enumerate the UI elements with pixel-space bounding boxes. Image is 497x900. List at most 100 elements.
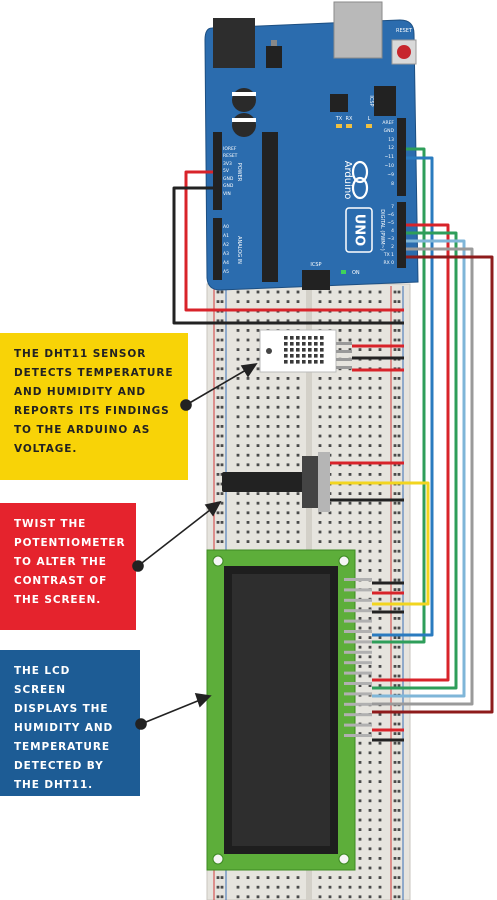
breadboard-hole (359, 300, 362, 303)
breadboard-hole (359, 771, 362, 774)
lcd-pin (344, 672, 372, 675)
breadboard-hole (339, 329, 342, 332)
breadboard-hole (247, 339, 250, 342)
breadboard-hole (349, 377, 352, 380)
breadboard-hole (221, 300, 224, 303)
breadboard-hole (287, 502, 290, 505)
breadboard-hole (379, 569, 382, 572)
breadboard-hole (221, 329, 224, 332)
breadboard-hole (237, 540, 240, 543)
breadboard-hole (394, 406, 397, 409)
breadboard-hole (394, 819, 397, 822)
breadboard-hole (394, 348, 397, 351)
breadboard-hole (369, 540, 372, 543)
breadboard-hole (237, 531, 240, 534)
breadboard-hole (379, 579, 382, 582)
breadboard-hole (247, 358, 250, 361)
breadboard-hole (369, 531, 372, 534)
breadboard-hole (267, 406, 270, 409)
breadboard-hole (369, 300, 372, 303)
breadboard-hole (339, 415, 342, 418)
pin-label-d7: 7 (391, 204, 394, 210)
breadboard-hole (247, 444, 250, 447)
breadboard-hole (379, 387, 382, 390)
breadboard-hole (297, 521, 300, 524)
breadboard-hole (359, 857, 362, 860)
breadboard-hole (379, 819, 382, 822)
breadboard-hole (359, 847, 362, 850)
breadboard-hole (257, 444, 260, 447)
breadboard-hole (394, 895, 397, 898)
breadboard-hole (398, 415, 401, 418)
breadboard-hole (398, 675, 401, 678)
dht11-grille-hole (296, 354, 300, 358)
breadboard-hole (217, 483, 220, 486)
breadboard-hole (319, 300, 322, 303)
breadboard-hole (287, 387, 290, 390)
breadboard-hole (369, 809, 372, 812)
breadboard-hole (287, 406, 290, 409)
breadboard-hole (359, 559, 362, 562)
breadboard-hole (221, 895, 224, 898)
breadboard-hole (379, 607, 382, 610)
breadboard-hole (379, 799, 382, 802)
breadboard-hole (349, 521, 352, 524)
breadboard-hole (394, 540, 397, 543)
lcd-pin (344, 599, 372, 602)
breadboard-hole (359, 444, 362, 447)
breadboard-hole (257, 406, 260, 409)
breadboard-hole (398, 521, 401, 524)
breadboard-hole (398, 492, 401, 495)
breadboard-hole (398, 607, 401, 610)
lcd-pin (344, 661, 372, 664)
breadboard-hole (237, 339, 240, 342)
breadboard-hole (319, 425, 322, 428)
breadboard-hole (297, 886, 300, 889)
breadboard-hole (394, 751, 397, 754)
brand-text: Arduino (342, 161, 353, 200)
lcd-pin (344, 703, 372, 706)
breadboard-hole (398, 751, 401, 754)
dht11-grille-hole (296, 360, 300, 364)
breadboard-hole (379, 329, 382, 332)
breadboard-hole (359, 636, 362, 639)
breadboard-hole (267, 415, 270, 418)
breadboard-hole (398, 636, 401, 639)
breadboard-hole (379, 780, 382, 783)
breadboard-hole (267, 377, 270, 380)
breadboard-hole (369, 876, 372, 879)
breadboard-hole (398, 588, 401, 591)
breadboard-hole (329, 895, 332, 898)
pin-label-reset: RESET (223, 153, 238, 159)
breadboard-hole (257, 463, 260, 466)
breadboard-hole (349, 387, 352, 390)
breadboard-hole (237, 435, 240, 438)
breadboard-hole (339, 454, 342, 457)
usb-chip (330, 94, 348, 112)
breadboard-hole (257, 886, 260, 889)
breadboard-hole (359, 521, 362, 524)
breadboard-hole (339, 511, 342, 514)
breadboard-hole (379, 761, 382, 764)
callout-dht-text: The DHT11 sensor detects temperature and… (0, 333, 188, 480)
breadboard-hole (267, 531, 270, 534)
pin-label-3v3: 3V3 (223, 161, 232, 167)
breadboard-hole (398, 300, 401, 303)
breadboard-hole (359, 387, 362, 390)
breadboard-hole (379, 742, 382, 745)
breadboard-hole (221, 444, 224, 447)
breadboard-hole (369, 339, 372, 342)
breadboard-hole (369, 771, 372, 774)
breadboard-hole (398, 732, 401, 735)
breadboard-hole (394, 790, 397, 793)
breadboard-hole (221, 876, 224, 879)
breadboard-hole (394, 511, 397, 514)
breadboard-hole (339, 435, 342, 438)
breadboard-hole (394, 723, 397, 726)
breadboard-hole (267, 396, 270, 399)
breadboard-hole (257, 348, 260, 351)
breadboard-hole (398, 771, 401, 774)
breadboard-hole (237, 521, 240, 524)
dht11-grille-hole (314, 348, 318, 352)
